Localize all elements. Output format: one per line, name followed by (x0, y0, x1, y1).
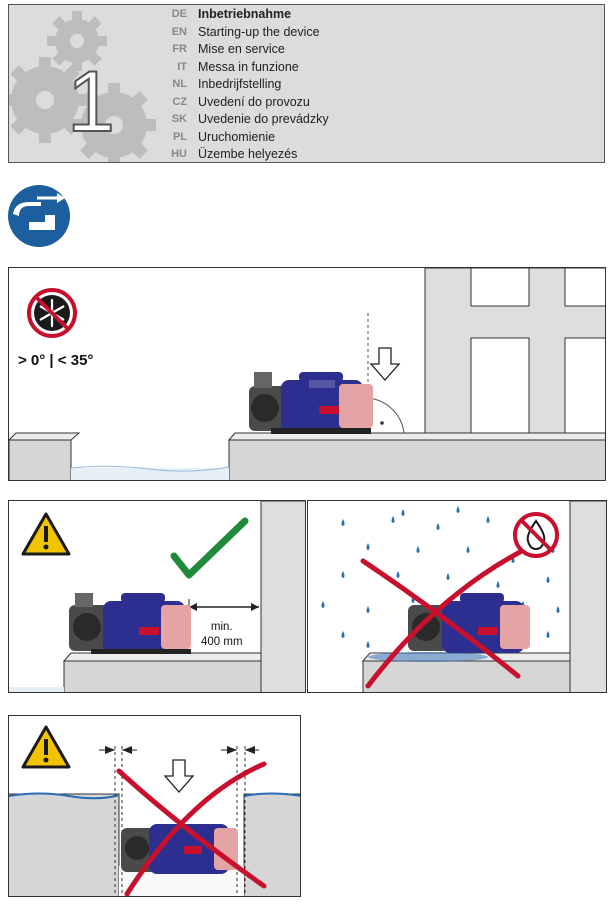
pump-image (249, 372, 373, 434)
clearance-panel (8, 500, 306, 693)
arrow-down-icon (369, 347, 401, 381)
no-rain-icon (513, 512, 559, 558)
no-rain-panel (307, 500, 607, 693)
arrow-down-icon (163, 759, 195, 793)
pump-image (69, 593, 191, 654)
check-icon (170, 517, 249, 579)
step-number: 1 (67, 54, 115, 150)
warning-icon (21, 512, 71, 556)
clearance-distance: min. 400 mm (201, 621, 243, 648)
no-frost-icon (27, 288, 77, 338)
warning-icon (21, 725, 71, 769)
gear-icon: 1 (9, 11, 156, 162)
temperature-range: > 0° | < 35° (18, 352, 94, 369)
no-shaft-panel (8, 715, 301, 897)
pump-image (121, 824, 238, 874)
cross-icon (116, 761, 267, 896)
manual-icon (8, 185, 70, 247)
placement-panel (8, 267, 606, 481)
